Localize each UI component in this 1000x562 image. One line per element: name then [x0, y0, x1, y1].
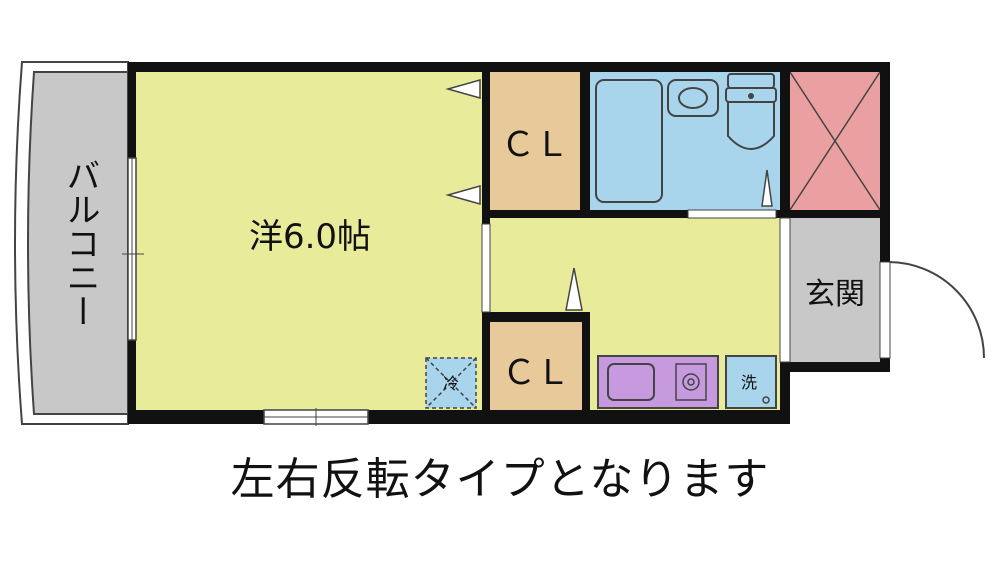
storage	[789, 71, 881, 211]
toilet-icon	[725, 73, 777, 150]
caption: 左右反転タイプとなります	[230, 454, 770, 505]
closet-top-label: ＣＬ	[501, 125, 569, 165]
bathtub	[595, 79, 663, 203]
western-room	[136, 72, 482, 410]
sink-icon	[667, 79, 719, 117]
bottom-window	[263, 408, 369, 426]
closet-top	[490, 72, 580, 210]
western-room-label: 洋6.0帖	[249, 217, 371, 257]
fridge	[425, 357, 477, 409]
kitchen-counter	[597, 355, 719, 409]
balcony-label: バルコニー	[60, 158, 100, 328]
bath-door-opening	[687, 209, 777, 219]
fridge-label: 冷	[443, 374, 459, 393]
washer-label: 洗	[741, 373, 757, 392]
entrance-label: 玄関	[805, 277, 865, 312]
entrance-door-opening	[879, 261, 891, 359]
bath-door	[761, 169, 773, 207]
entrance	[790, 218, 880, 362]
walls	[128, 62, 890, 424]
entrance-door	[887, 261, 985, 359]
balcony-window	[122, 157, 144, 341]
closet-bottom	[490, 322, 582, 410]
kitchen-entrance-opening	[779, 217, 791, 363]
closet-door-top-1	[445, 79, 481, 99]
balcony	[14, 61, 129, 425]
closet-bottom-label: ＣＬ	[502, 353, 570, 393]
washer	[725, 355, 777, 409]
room-door-opening	[481, 223, 491, 313]
closet-door-bottom	[565, 267, 583, 311]
closet-door-top-2	[445, 185, 481, 205]
